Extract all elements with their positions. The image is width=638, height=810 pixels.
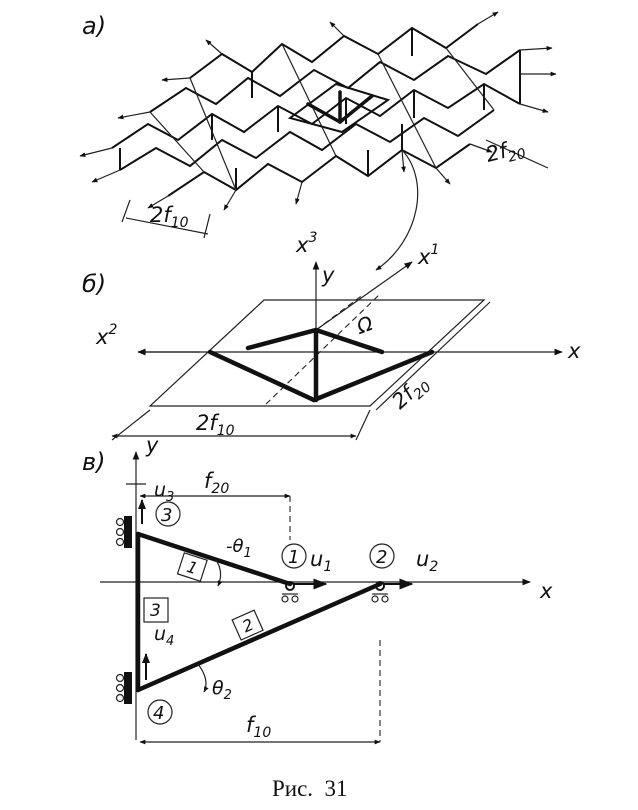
folded-sheet	[111, 23, 521, 197]
svg-text:f10: f10	[246, 713, 271, 741]
angle-theta2	[197, 663, 209, 693]
node-3: 3	[155, 501, 181, 527]
svg-text:f20: f20	[204, 469, 229, 497]
dim-f20: f20	[139, 469, 291, 540]
panel-b-label: б)	[82, 270, 106, 298]
label-y-b: y	[321, 263, 335, 287]
label-theta1: -θ1	[226, 536, 252, 561]
leader-curve	[375, 149, 419, 271]
support-node-1	[281, 581, 299, 603]
panel-c-label: в)	[82, 448, 106, 476]
unit-cell	[207, 327, 435, 403]
panel-a: а)	[79, 11, 557, 271]
panel-b: б) x3 y x1 x2 x Ω 2f10	[82, 230, 581, 441]
label-u2: u2	[416, 547, 438, 575]
label-x3: x3	[295, 230, 317, 257]
panel-a-label: а)	[82, 12, 106, 40]
label-x2: x2	[95, 322, 117, 349]
label-y-c: y	[145, 433, 159, 457]
node-1: 1	[281, 543, 307, 569]
figure-caption: Рис. 31	[272, 776, 348, 801]
dim-2f20-b: 2f20	[375, 301, 491, 414]
dashed-guide-2	[315, 293, 365, 331]
svg-text:1: 1	[288, 547, 299, 568]
svg-text:2: 2	[239, 615, 256, 637]
axis-x1	[315, 261, 413, 331]
node-4: 4	[147, 699, 173, 725]
angle-theta1	[215, 559, 223, 587]
support-node-4	[115, 672, 132, 704]
label-x-b: x	[567, 339, 581, 363]
label-u1: u1	[310, 547, 332, 575]
label-theta2: θ2	[212, 677, 232, 703]
panel-c: в) y x	[82, 433, 553, 745]
svg-text:1: 1	[184, 557, 200, 578]
dim-f10: f10	[139, 640, 381, 745]
svg-text:2f10: 2f10	[196, 411, 235, 439]
dim-2f10-b: 2f10	[111, 409, 371, 441]
label-u4: u4	[154, 623, 174, 649]
label-x1: x1	[417, 242, 439, 269]
svg-text:3: 3	[150, 601, 161, 621]
dim-2f20-a: 2f20	[483, 134, 549, 171]
plane-outline	[148, 299, 486, 407]
truss	[135, 531, 383, 693]
edge-load-arrows	[79, 11, 557, 211]
dashed-guide-1	[265, 293, 381, 405]
support-node-3	[115, 516, 132, 548]
node-2: 2	[369, 543, 395, 569]
svg-text:2f20: 2f20	[483, 134, 527, 171]
support-node-2	[371, 581, 389, 603]
svg-text:4: 4	[153, 703, 164, 724]
label-omega: Ω	[353, 311, 377, 339]
svg-text:2: 2	[376, 547, 387, 568]
label-u3: u3	[154, 479, 174, 505]
dim-2f10-a: 2f10	[121, 199, 211, 239]
svg-text:3: 3	[161, 505, 172, 526]
element-3: 3	[143, 597, 169, 623]
label-x-c: x	[539, 579, 553, 603]
svg-text:2f10: 2f10	[150, 203, 189, 231]
